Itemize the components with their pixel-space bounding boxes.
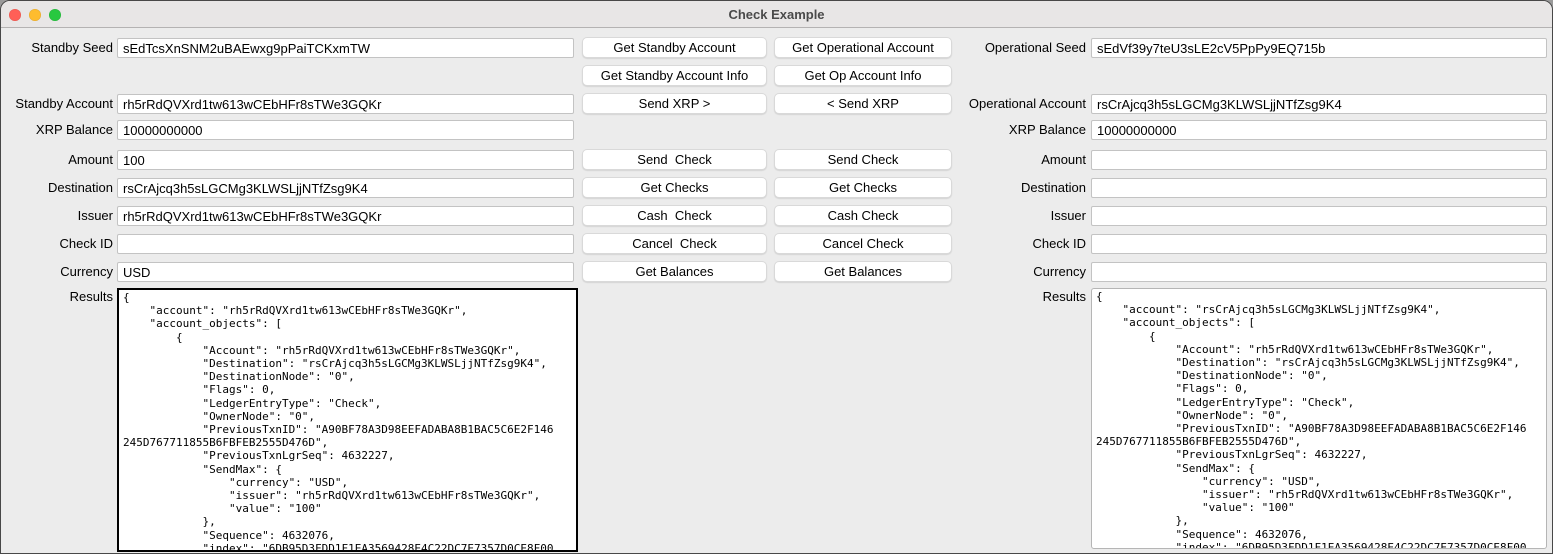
operational-cancel-check-button[interactable]: Cancel Check <box>774 233 952 254</box>
operational-results-textarea[interactable]: { "account": "rsCrAjcq3h5sLGCMg3KLWSLjjN… <box>1091 288 1547 549</box>
operational-results-label: Results <box>1042 289 1086 304</box>
get-standby-account-button[interactable]: Get Standby Account <box>582 37 767 58</box>
close-window-icon[interactable] <box>9 9 21 21</box>
operational-currency-input[interactable] <box>1091 262 1547 282</box>
standby-check-id-label: Check ID <box>59 236 113 251</box>
send-xrp-to-standby-button[interactable]: < Send XRP <box>774 93 952 114</box>
get-operational-account-button[interactable]: Get Operational Account <box>774 37 952 58</box>
standby-account-label: Standby Account <box>15 96 113 111</box>
standby-xrp-balance-label: XRP Balance <box>35 122 113 137</box>
standby-seed-label: Standby Seed <box>31 40 113 55</box>
operational-destination-input[interactable] <box>1091 178 1547 198</box>
standby-seed-input[interactable] <box>117 38 574 58</box>
operational-send-check-button[interactable]: Send Check <box>774 149 952 170</box>
operational-xrp-balance-input[interactable] <box>1091 120 1547 140</box>
operational-issuer-input[interactable] <box>1091 206 1547 226</box>
send-xrp-to-operational-button[interactable]: Send XRP > <box>582 93 767 114</box>
standby-results-label: Results <box>69 289 113 304</box>
operational-destination-label: Destination <box>1020 180 1086 195</box>
operational-get-checks-button[interactable]: Get Checks <box>774 177 952 198</box>
title-bar[interactable]: Check Example <box>1 1 1552 28</box>
minimize-window-icon[interactable] <box>29 9 41 21</box>
standby-xrp-balance-input[interactable] <box>117 120 574 140</box>
operational-amount-label: Amount <box>1041 152 1086 167</box>
operational-cash-check-button[interactable]: Cash Check <box>774 205 952 226</box>
operational-seed-label: Operational Seed <box>984 40 1086 55</box>
window-title: Check Example <box>728 7 825 22</box>
standby-issuer-input[interactable] <box>117 206 574 226</box>
operational-issuer-label: Issuer <box>1050 208 1086 223</box>
operational-seed-input[interactable] <box>1091 38 1547 58</box>
standby-cancel-check-button[interactable]: Cancel Check <box>582 233 767 254</box>
operational-account-input[interactable] <box>1091 94 1547 114</box>
standby-destination-input[interactable] <box>117 178 574 198</box>
operational-get-balances-button[interactable]: Get Balances <box>774 261 952 282</box>
standby-issuer-label: Issuer <box>77 208 113 223</box>
standby-results-textarea[interactable]: { "account": "rh5rRdQVXrd1tw613wCEbHFr8s… <box>117 288 578 552</box>
operational-xrp-balance-label: XRP Balance <box>1008 122 1086 137</box>
standby-amount-label: Amount <box>68 152 113 167</box>
standby-account-input[interactable] <box>117 94 574 114</box>
standby-destination-label: Destination <box>47 180 113 195</box>
standby-get-checks-button[interactable]: Get Checks <box>582 177 767 198</box>
standby-cash-check-button[interactable]: Cash Check <box>582 205 767 226</box>
standby-amount-input[interactable] <box>117 150 574 170</box>
standby-check-id-input[interactable] <box>117 234 574 254</box>
standby-get-balances-button[interactable]: Get Balances <box>582 261 767 282</box>
operational-check-id-input[interactable] <box>1091 234 1547 254</box>
operational-account-label: Operational Account <box>968 96 1086 111</box>
standby-currency-input[interactable] <box>117 262 574 282</box>
standby-currency-label: Currency <box>60 264 113 279</box>
operational-currency-label: Currency <box>1033 264 1086 279</box>
operational-check-id-label: Check ID <box>1032 236 1086 251</box>
operational-amount-input[interactable] <box>1091 150 1547 170</box>
zoom-window-icon[interactable] <box>49 9 61 21</box>
get-op-account-info-button[interactable]: Get Op Account Info <box>774 65 952 86</box>
standby-send-check-button[interactable]: Send Check <box>582 149 767 170</box>
get-standby-account-info-button[interactable]: Get Standby Account Info <box>582 65 767 86</box>
